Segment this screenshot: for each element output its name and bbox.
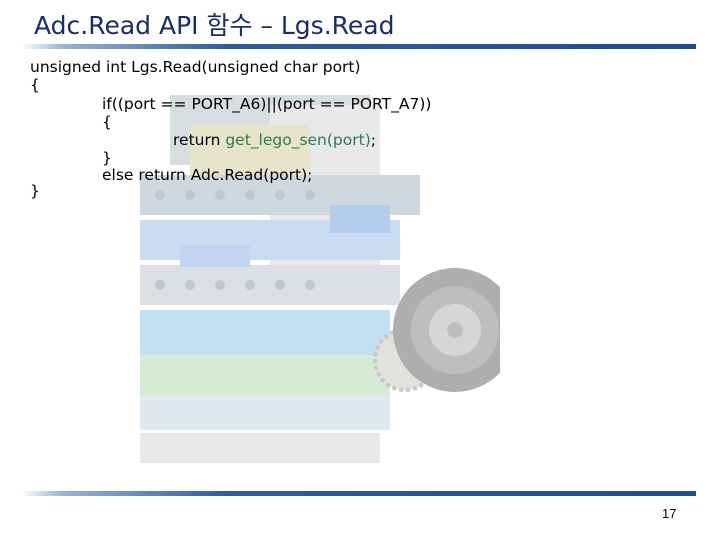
page-number: 17 bbox=[662, 506, 677, 521]
lego-robot-image bbox=[140, 95, 500, 463]
code-line-if: if((port == PORT_A6)||(port == PORT_A7)) bbox=[102, 95, 432, 113]
code-line-close-brace: } bbox=[30, 182, 40, 200]
footer-divider bbox=[22, 491, 696, 496]
code-return-keyword: return bbox=[173, 131, 226, 149]
code-line-signature: unsigned int Lgs.Read(unsigned char port… bbox=[30, 58, 361, 76]
slide-title: Adc.Read API 함수 – Lgs.Read bbox=[34, 11, 395, 40]
title-divider bbox=[22, 44, 696, 49]
code-line-else: else return Adc.Read(port); bbox=[102, 166, 313, 184]
code-line-return: return get_lego_sen(port); bbox=[173, 131, 376, 150]
code-line-if-open-brace: { bbox=[102, 113, 112, 131]
code-function-call: get_lego_sen(port) bbox=[225, 131, 371, 149]
code-line-open-brace: { bbox=[30, 76, 40, 94]
code-line-if-close-brace: } bbox=[102, 149, 112, 167]
code-semicolon: ; bbox=[370, 131, 376, 149]
